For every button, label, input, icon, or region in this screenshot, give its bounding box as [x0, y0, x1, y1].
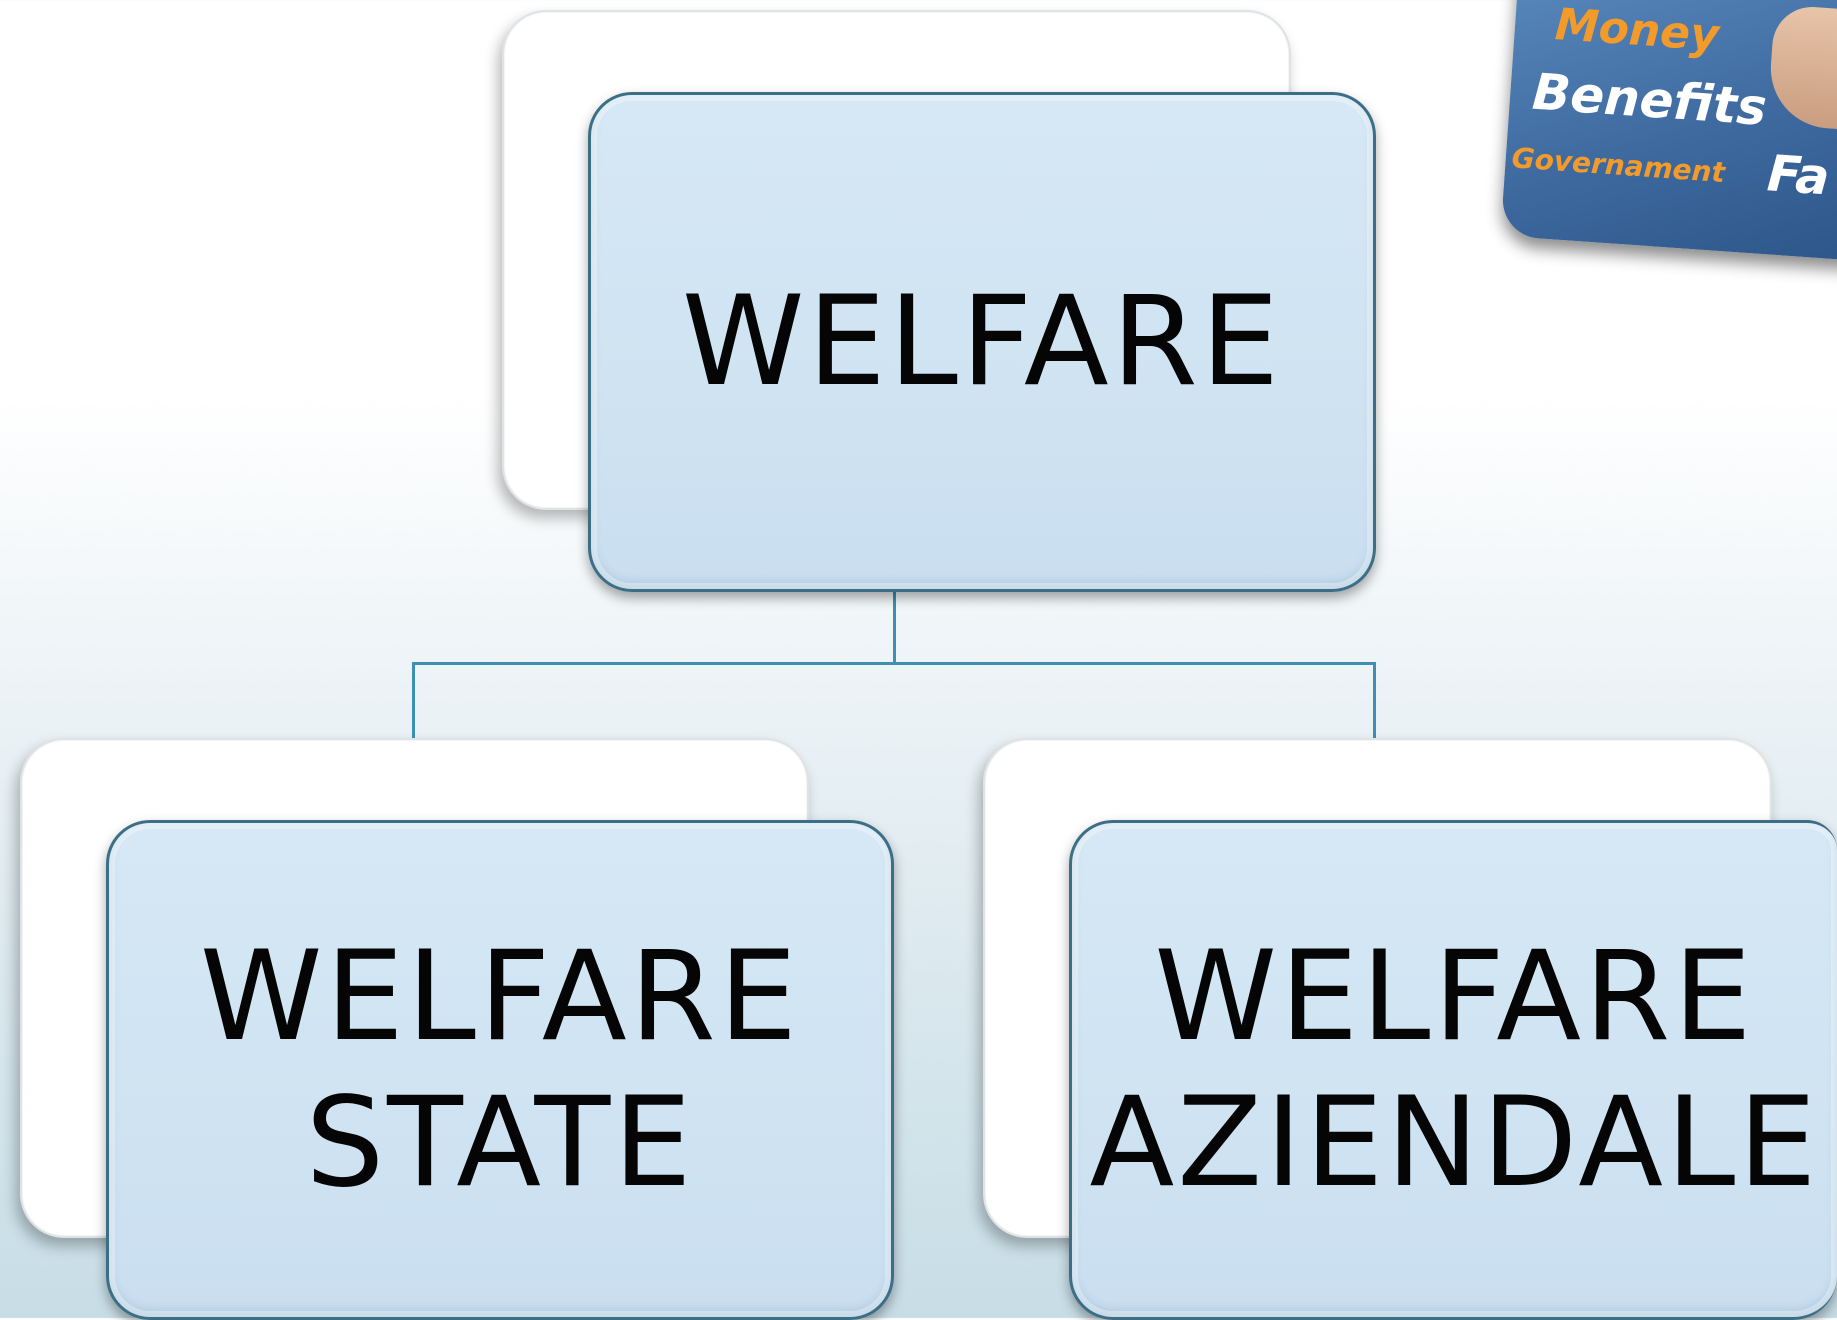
child-node-welfare-state: WELFARE STATE	[106, 820, 894, 1320]
child-label-line2: AZIENDALE	[1089, 1071, 1820, 1215]
corner-word-money: Money	[1553, 0, 1721, 62]
connector-horizontal	[412, 662, 1376, 665]
welfare-corner-image: Money Benefits Governament Fa	[1500, 0, 1837, 264]
child-node-welfare-aziendale: WELFARE AZIENDALE	[1069, 820, 1837, 1320]
child-label-line2: STATE	[305, 1071, 695, 1215]
connector-root-stem	[893, 590, 896, 664]
connector-left-drop	[412, 662, 415, 738]
corner-word-benefits: Benefits	[1530, 62, 1769, 137]
connector-right-drop	[1373, 662, 1376, 738]
hand-shape	[1766, 4, 1837, 131]
child-label-line1: WELFARE	[199, 924, 801, 1069]
root-label: WELFARE	[681, 269, 1283, 414]
corner-word-fa: Fa	[1765, 144, 1832, 207]
root-node: WELFARE	[588, 92, 1376, 592]
child-label-line1: WELFARE	[1154, 924, 1755, 1069]
corner-word-governament: Governament	[1510, 141, 1727, 190]
